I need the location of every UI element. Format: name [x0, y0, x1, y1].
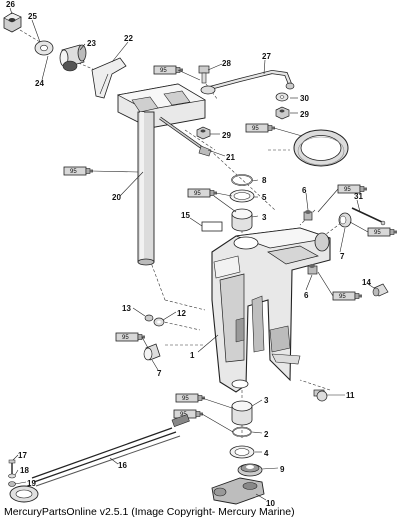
callout-27: 27: [262, 52, 271, 61]
o-ring-8: [231, 174, 253, 186]
washer-12: [153, 317, 165, 327]
callout-6-upper: 6: [302, 186, 307, 195]
bolt-28: [198, 65, 210, 84]
callout-3-upper: 3: [262, 213, 267, 222]
svg-text:95: 95: [122, 335, 129, 341]
nut-29-lower: [196, 126, 211, 140]
callout-2: 2: [264, 430, 269, 439]
callout-30: 30: [300, 94, 309, 103]
callout-8: 8: [262, 176, 267, 185]
bushing-7-left: [143, 343, 161, 361]
swivel-bracket-1: [211, 227, 331, 393]
callout-6-lower: 6: [304, 291, 309, 300]
callout-9: 9: [280, 465, 285, 474]
svg-text:95: 95: [182, 396, 189, 402]
label-plate-15: [201, 221, 223, 232]
svg-text:95: 95: [160, 68, 167, 74]
washer-4: [229, 445, 255, 459]
steering-tube-20: [116, 83, 206, 266]
bushing-23: [59, 44, 87, 72]
callout-13: 13: [122, 304, 131, 313]
washer-5: [229, 189, 255, 203]
washer-18: [8, 473, 16, 479]
callout-16: 16: [118, 461, 127, 470]
callout-17: 17: [18, 451, 27, 460]
svg-text:95: 95: [70, 169, 77, 175]
bushing-3-lower: [231, 400, 253, 426]
callout-18: 18: [20, 466, 29, 475]
callout-11: 11: [346, 391, 355, 400]
leader-lines: [9, 7, 375, 501]
callout-7-right: 7: [340, 252, 345, 261]
bushing-7-right: [338, 212, 352, 228]
washer-30: [275, 92, 289, 102]
svg-text:95: 95: [252, 126, 259, 132]
pin-31: [351, 207, 386, 226]
callout-24: 24: [35, 79, 44, 88]
svg-text:95: 95: [194, 191, 201, 197]
callout-29-lower: 29: [222, 131, 231, 140]
nut-26: [3, 12, 22, 33]
nut-29-upper: [275, 106, 290, 120]
gear-9: [237, 463, 263, 477]
housing-10: [211, 477, 265, 505]
callout-15: 15: [181, 211, 190, 220]
callout-19: 19: [27, 479, 36, 488]
link-rod-27: [200, 69, 295, 95]
callout-31: 31: [354, 192, 363, 201]
pin-14: [372, 283, 389, 297]
svg-text:95: 95: [180, 412, 187, 418]
copyright-footer: MercuryPartsOnline v2.5.1 (Image Copyrig…: [4, 506, 295, 518]
clip-19: [8, 481, 16, 487]
callout-5: 5: [262, 193, 267, 202]
screw-17: [8, 459, 16, 474]
callout-numbers: 26 25 23 24 22 28 27 30 29 29 21 20 8 5 …: [6, 0, 371, 508]
callout-23: 23: [87, 39, 96, 48]
bushing-3-upper: [231, 208, 253, 232]
bolt-13: [144, 314, 154, 322]
callout-7-left: 7: [157, 369, 162, 378]
bolt-11: [313, 389, 328, 402]
callout-22: 22: [124, 34, 133, 43]
grease-fitting-6-lower: [307, 264, 318, 275]
callout-1: 1: [190, 351, 195, 360]
svg-text:95: 95: [344, 187, 351, 193]
callout-20: 20: [112, 193, 121, 202]
lubricant-tubes: 95 95 95 95 95 95 95 95 95 95: [63, 65, 398, 419]
svg-text:95: 95: [374, 230, 381, 236]
callout-21: 21: [226, 153, 235, 162]
callout-29-upper: 29: [300, 110, 309, 119]
callout-10: 10: [266, 499, 275, 508]
washer-25: [34, 40, 54, 56]
trim-sender-16: [9, 414, 190, 503]
callout-12: 12: [177, 309, 186, 318]
bolt-21: [159, 116, 212, 157]
svg-text:95: 95: [339, 294, 346, 300]
callout-25: 25: [28, 12, 37, 21]
callout-28: 28: [222, 59, 231, 68]
seal-ring: [293, 129, 349, 167]
callout-14: 14: [362, 278, 371, 287]
grease-fitting-6-upper: [303, 210, 313, 221]
callout-4: 4: [264, 449, 269, 458]
callout-3-lower: 3: [264, 396, 269, 405]
bracket-22: [91, 57, 127, 99]
callout-26: 26: [6, 0, 15, 9]
